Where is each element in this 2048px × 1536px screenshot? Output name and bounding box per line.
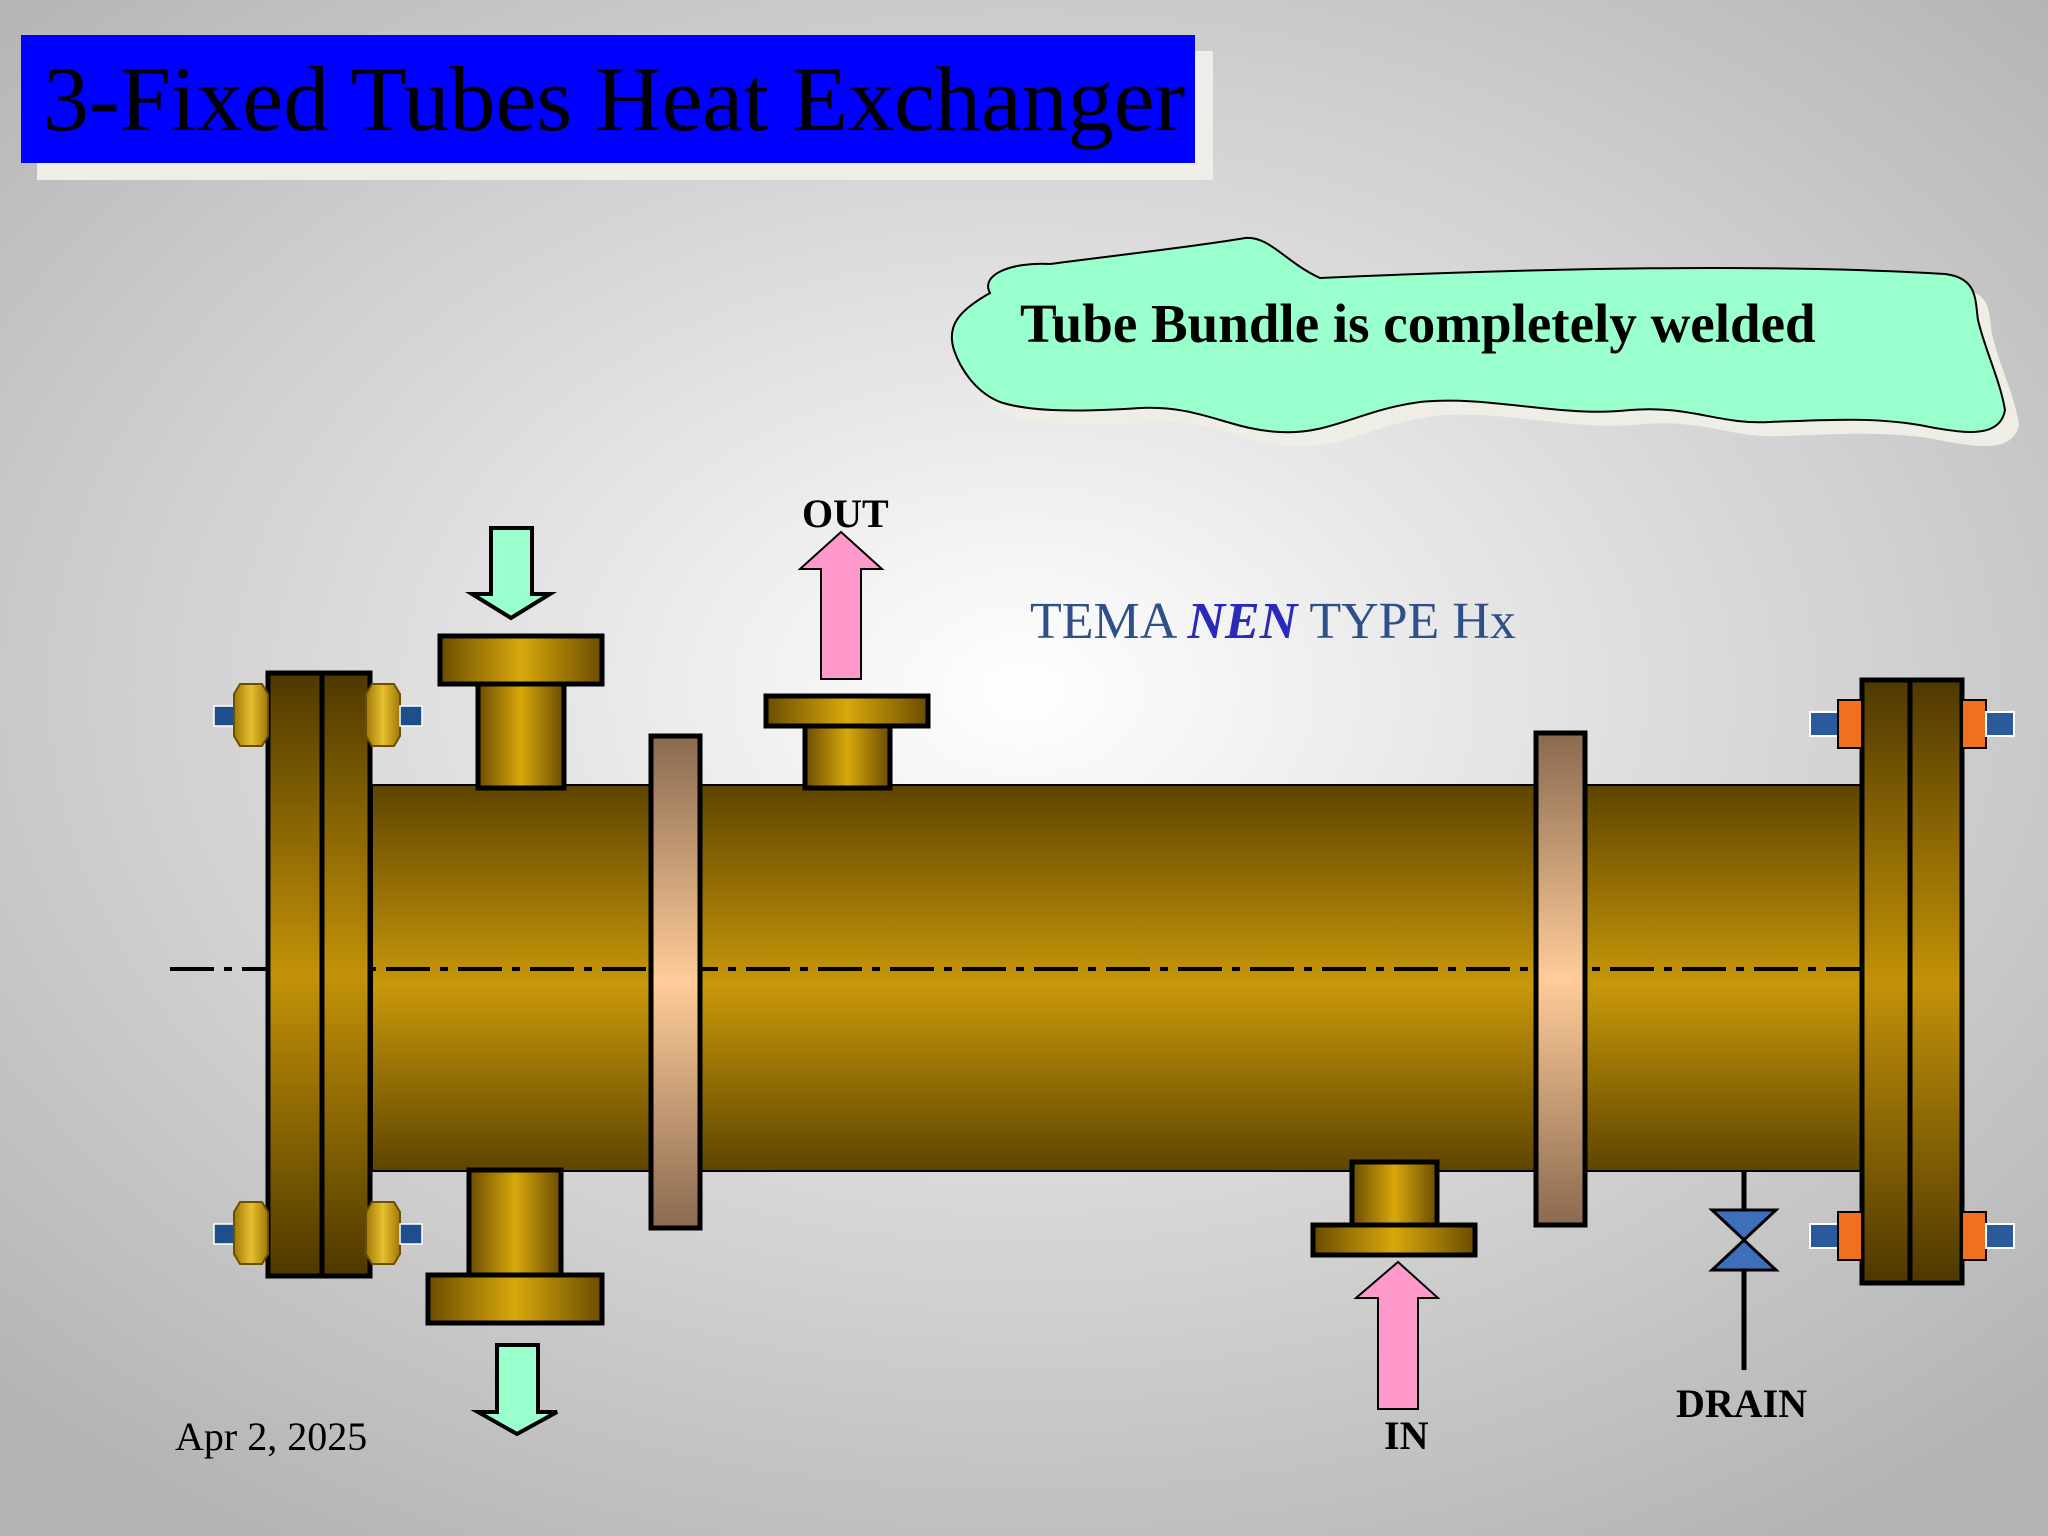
arrow-up-in-icon <box>1353 1260 1441 1410</box>
left-bolt-top <box>213 683 423 747</box>
left-flange <box>265 670 373 1279</box>
callout-cloud <box>950 236 2019 447</box>
nozzle-bottom-right <box>1310 1159 1478 1258</box>
right-bolt-top <box>1809 699 2015 749</box>
arrow-down-outlet-icon <box>470 1343 558 1437</box>
tema-suffix: TYPE Hx <box>1309 593 1516 650</box>
nozzle-top-left <box>437 633 605 791</box>
label-out: OUT <box>802 491 889 536</box>
label-in: IN <box>1384 1413 1429 1458</box>
tema-prefix: TEMA <box>1030 593 1175 650</box>
nozzle-top-middle <box>763 693 931 791</box>
tube-sheet-left <box>648 733 703 1231</box>
tube-sheet-right <box>1533 730 1588 1228</box>
left-bolt-bottom <box>213 1201 423 1265</box>
page-title: 3-Fixed Tubes Heat Exchanger <box>43 48 1186 150</box>
slide-date: Apr 2, 2025 <box>175 1414 368 1459</box>
right-flange <box>1859 677 1965 1286</box>
arrow-up-out-icon <box>797 530 885 680</box>
right-bolt-bottom <box>1809 1211 2015 1261</box>
arrow-down-inlet-icon <box>464 526 558 621</box>
nozzle-bottom-left <box>425 1167 605 1326</box>
label-drain: DRAIN <box>1676 1381 1808 1426</box>
title-banner: 3-Fixed Tubes Heat Exchanger <box>21 35 1195 163</box>
shell <box>371 784 1863 1172</box>
callout-text: Tube Bundle is completely welded <box>1020 293 1816 354</box>
drain-valve-icon <box>1708 1171 1780 1370</box>
tema-label: TEMA NEN TYPE Hx <box>1030 592 1516 651</box>
tema-type: NEN <box>1187 593 1298 650</box>
